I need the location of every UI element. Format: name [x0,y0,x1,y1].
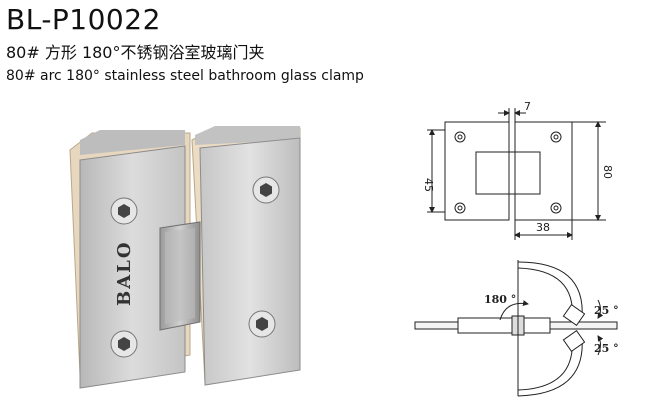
screw-right-bottom [248,310,276,338]
plate-left [79,145,186,389]
drawing-hinge [475,151,541,195]
drawing-plate-right [514,121,573,221]
title-english: 80# arc 180° stainless steel bathroom gl… [6,68,364,84]
model-number: BL-P10022 [6,3,161,36]
dimension-drawing [427,108,606,240]
drawing-plate-left [444,121,510,221]
dim-width: 38 [536,221,550,234]
dim-height-left: 45 [422,178,435,192]
screw-left-top [110,197,138,225]
title-chinese: 80# 方形 180°不锈钢浴室玻璃门夹 [6,43,265,62]
screw-right-top [252,176,280,204]
screw-left-bottom [110,330,138,358]
dim-gap: 7 [524,100,531,113]
angle-25-top-label: 25 ° [594,304,619,317]
dim-height-right: 80 [601,165,614,179]
brand-logo: BALO [114,240,135,306]
angle-180-label: 180 ° [484,293,516,306]
rotation-diagram [414,260,618,397]
plate-right [199,137,301,386]
clamp-photo: BALO [69,126,301,389]
angle-25-bottom-label: 25 ° [594,342,619,355]
